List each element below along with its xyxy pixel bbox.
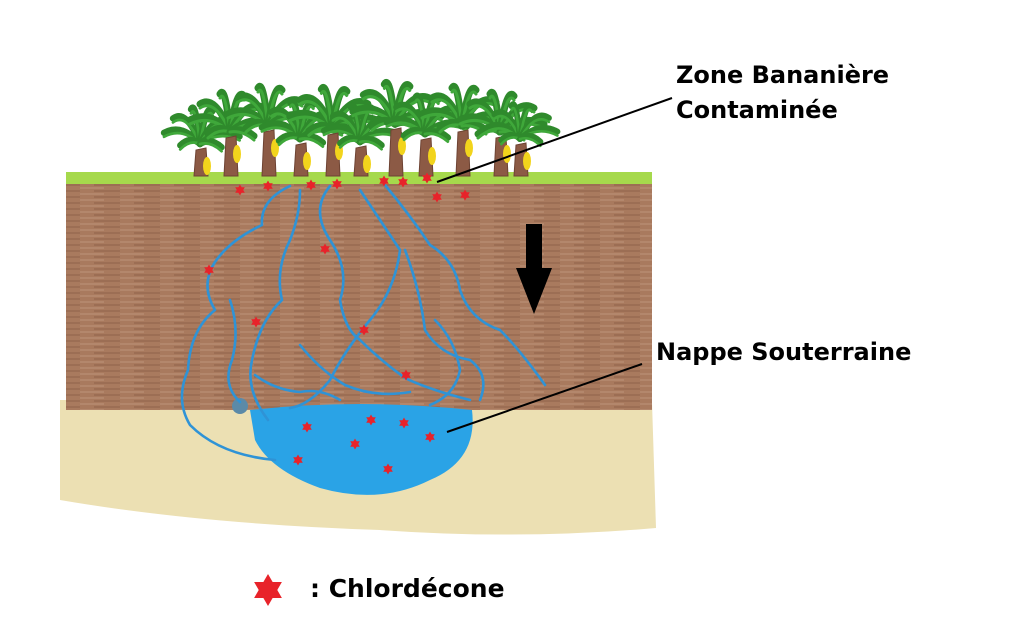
banana-bunch (203, 157, 211, 175)
contaminant-marker (251, 316, 261, 328)
soil-layer (66, 182, 652, 410)
contaminant-marker (302, 421, 312, 433)
seepage-point (232, 398, 248, 414)
banana-bunch (398, 137, 406, 155)
banana-plantation (160, 79, 561, 177)
contaminant-marker (320, 243, 330, 255)
banana-bunch (503, 145, 511, 163)
banana-bunch (428, 147, 436, 165)
contaminant-marker (383, 463, 393, 475)
contaminant-marker (359, 324, 369, 336)
banana-tree (483, 101, 561, 177)
contaminant-marker (350, 438, 360, 450)
downward-arrow (516, 224, 552, 314)
contaminant-marker (422, 172, 432, 184)
zone-pointer-line (436, 97, 673, 183)
zone-bananiere-label: Zone Bananière Contaminée (676, 58, 889, 128)
legend-star-shape (254, 574, 282, 606)
contaminant-marker (263, 180, 273, 192)
legend-label: : Chlordécone (310, 574, 505, 603)
contaminant-marker (366, 414, 376, 426)
contaminant-marker (425, 431, 435, 443)
infiltration-streams (180, 183, 547, 462)
aquifer-pointer-line (446, 363, 643, 433)
contaminant-marker (306, 179, 316, 191)
contaminant-marker (401, 369, 411, 381)
contaminant-marker (399, 417, 409, 429)
zone-label-line1: Zone Bananière (676, 61, 890, 89)
banana-bunch (233, 145, 241, 163)
banana-bunch (465, 139, 473, 157)
contaminant-markers (204, 172, 470, 475)
contaminant-marker (460, 189, 470, 201)
contaminant-marker (235, 184, 245, 196)
banana-bunch (303, 152, 311, 170)
contaminant-marker (432, 191, 442, 203)
contaminant-marker (204, 264, 214, 276)
zone-label-line2: Contaminée (676, 96, 838, 124)
contaminant-marker (332, 178, 342, 190)
contaminant-marker (379, 175, 389, 187)
contaminant-marker (293, 454, 303, 466)
banana-bunch (271, 139, 279, 157)
legend-star-icon (254, 574, 282, 606)
banana-bunch (523, 152, 531, 170)
banana-bunch (363, 155, 371, 173)
nappe-souterraine-label: Nappe Souterraine (656, 338, 912, 366)
contaminant-marker (398, 176, 408, 188)
